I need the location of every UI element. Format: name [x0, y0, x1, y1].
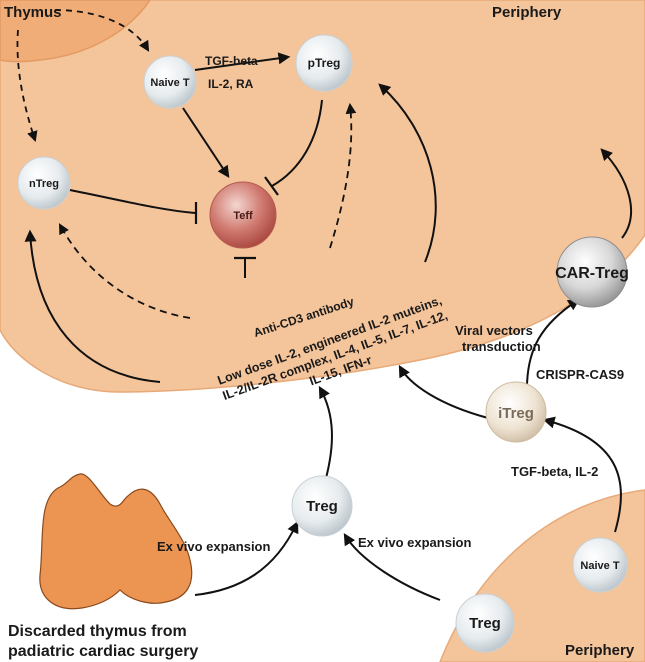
treg-center-label: Treg	[306, 498, 338, 515]
teff-cell: Teff	[209, 181, 277, 249]
arrow-anticd3-to-ntreg	[58, 223, 191, 319]
car-treg-cell: CAR-Treg	[555, 236, 629, 308]
arrow-thymus-to-ntreg	[16, 29, 38, 143]
arrow-itreg-to-car	[526, 298, 581, 386]
arrow-thymus-to-treg	[194, 520, 299, 596]
crispr-label: CRISPR-CAS9	[536, 367, 624, 382]
discarded-thymus-line-1: Discarded thymus from	[8, 623, 187, 640]
tgf-beta-label: TGF-beta	[205, 54, 258, 68]
periphery-bottom-label: Periphery	[565, 642, 635, 659]
teff-label: Teff	[233, 210, 253, 222]
ntreg-cell: nTreg	[17, 156, 71, 210]
itreg-cell: iTreg	[485, 381, 547, 443]
arrow-tregbottom-to-treg	[343, 532, 441, 601]
arrow-thymus-to-naive	[54, 9, 150, 52]
transduction-label: transduction	[462, 339, 541, 354]
arrow-naive-to-ptreg	[194, 52, 291, 71]
arrow-treg-to-periphery	[318, 385, 333, 483]
il2-ra-label: IL-2, RA	[208, 77, 254, 91]
arrow-cytokine-to-ntreg	[24, 229, 161, 383]
tgf-il2-label: TGF-beta, IL-2	[511, 464, 598, 479]
itreg-label: iTreg	[498, 405, 534, 422]
discarded-thymus-line-2: padiatric cardiac surgery	[8, 643, 198, 660]
treg-bottom-label: Treg	[469, 615, 501, 632]
naive-t-top-label: Naive T	[150, 77, 189, 89]
ptreg-label: pTreg	[308, 56, 341, 70]
inhibit-bar-ptreg	[264, 176, 279, 196]
ntreg-label: nTreg	[29, 178, 59, 190]
arrow-anticd3-to-ptreg	[329, 102, 357, 249]
treg-cell-bottom: Treg	[455, 593, 515, 653]
thymus-region	[0, 0, 151, 63]
arrow-cytokine-to-ptreg	[378, 83, 437, 263]
naive-t-bottom-label: Naive T	[580, 560, 619, 572]
ex-vivo-left-label: Ex vivo expansion	[157, 539, 270, 554]
treg-cell-center: Treg	[291, 475, 353, 537]
periphery-top-label: Periphery	[492, 4, 562, 21]
naive-t-cell-top: Naive T	[143, 55, 197, 109]
arrow-car-to-periphery	[600, 148, 633, 239]
arrow-naive-to-teff	[182, 107, 230, 179]
car-treg-label: CAR-Treg	[555, 265, 629, 282]
thymus-organ	[39, 473, 193, 610]
naive-t-cell-bottom: Naive T	[572, 537, 628, 593]
arrow-itreg-to-periphery	[398, 364, 489, 419]
thymus-label: Thymus	[4, 4, 62, 21]
inhibit-ntreg-teff	[69, 189, 196, 214]
ex-vivo-right-label: Ex vivo expansion	[358, 535, 471, 550]
arrow-naive-to-itreg	[542, 416, 622, 533]
ptreg-cell: pTreg	[295, 34, 353, 92]
viral-vectors-label: Viral vectors	[455, 323, 533, 338]
inhibit-ptreg-teff	[271, 99, 323, 187]
